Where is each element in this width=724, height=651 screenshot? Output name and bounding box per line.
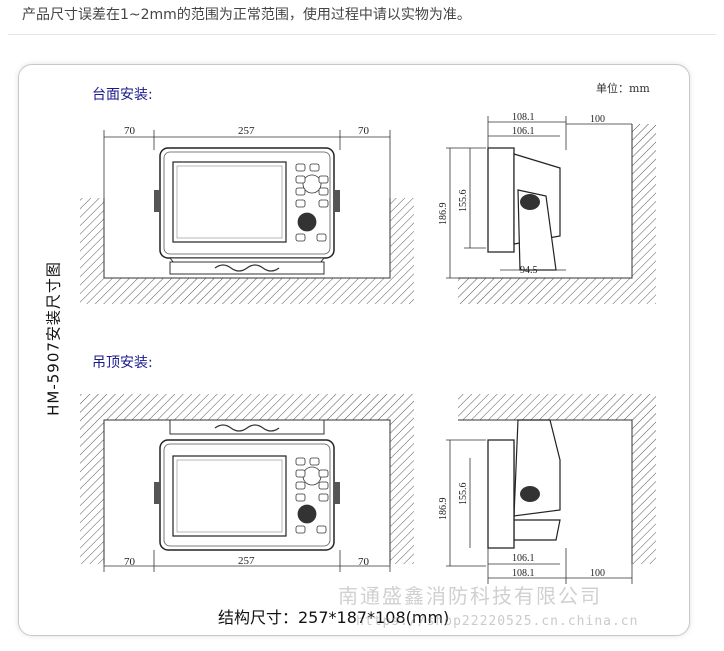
dim-ceiling-front-center: 257 (238, 555, 255, 567)
dim-front-left: 70 (124, 125, 136, 137)
dim-ceiling-side-h2: 155.6 (458, 483, 469, 506)
dim-ceiling-side-right: 100 (590, 568, 605, 579)
desk-side-view (446, 116, 656, 304)
dim-desk-side-right: 100 (590, 114, 605, 125)
dim-ceiling-front-left: 70 (124, 556, 136, 568)
dim-ceiling-side-h1: 186.9 (438, 498, 449, 521)
size-notice: 产品尺寸误差在1~2mm的范围为正常范围，使用过程中请以实物为准。 (22, 7, 471, 23)
dim-front-right: 70 (358, 125, 370, 137)
dim-ceiling-side-bottom2: 108.1 (512, 568, 535, 579)
ceiling-side-view (446, 394, 656, 584)
watermark-company: 南通盛鑫消防科技有限公司 (338, 584, 602, 608)
dim-desk-side-base: 94.5 (520, 265, 538, 276)
section-desk-mount: 台面安装: (92, 87, 153, 103)
dim-desk-side-h2: 155.6 (458, 190, 469, 213)
unit-label: 单位：mm (596, 82, 650, 95)
section-ceiling-mount: 吊顶安装: (92, 355, 153, 371)
ceiling-front-view (80, 394, 414, 572)
dim-desk-side-top2: 106.1 (512, 126, 535, 137)
desk-front-view (80, 130, 414, 304)
watermark-url: https://shop22220525.cn.china.cn (356, 614, 639, 629)
divider (8, 34, 716, 35)
structure-size: 结构尺寸：257*187*108(mm) (218, 608, 450, 627)
drawing-title: HM-5907安装尺寸图 (44, 261, 63, 416)
dim-desk-side-h1: 186.9 (438, 203, 449, 226)
drawing-panel (18, 64, 690, 636)
dim-desk-side-top1: 108.1 (512, 112, 535, 123)
dim-ceiling-front-right: 70 (358, 556, 370, 568)
dim-front-center: 257 (238, 125, 255, 137)
dim-ceiling-side-bottom1: 106.1 (512, 553, 535, 564)
